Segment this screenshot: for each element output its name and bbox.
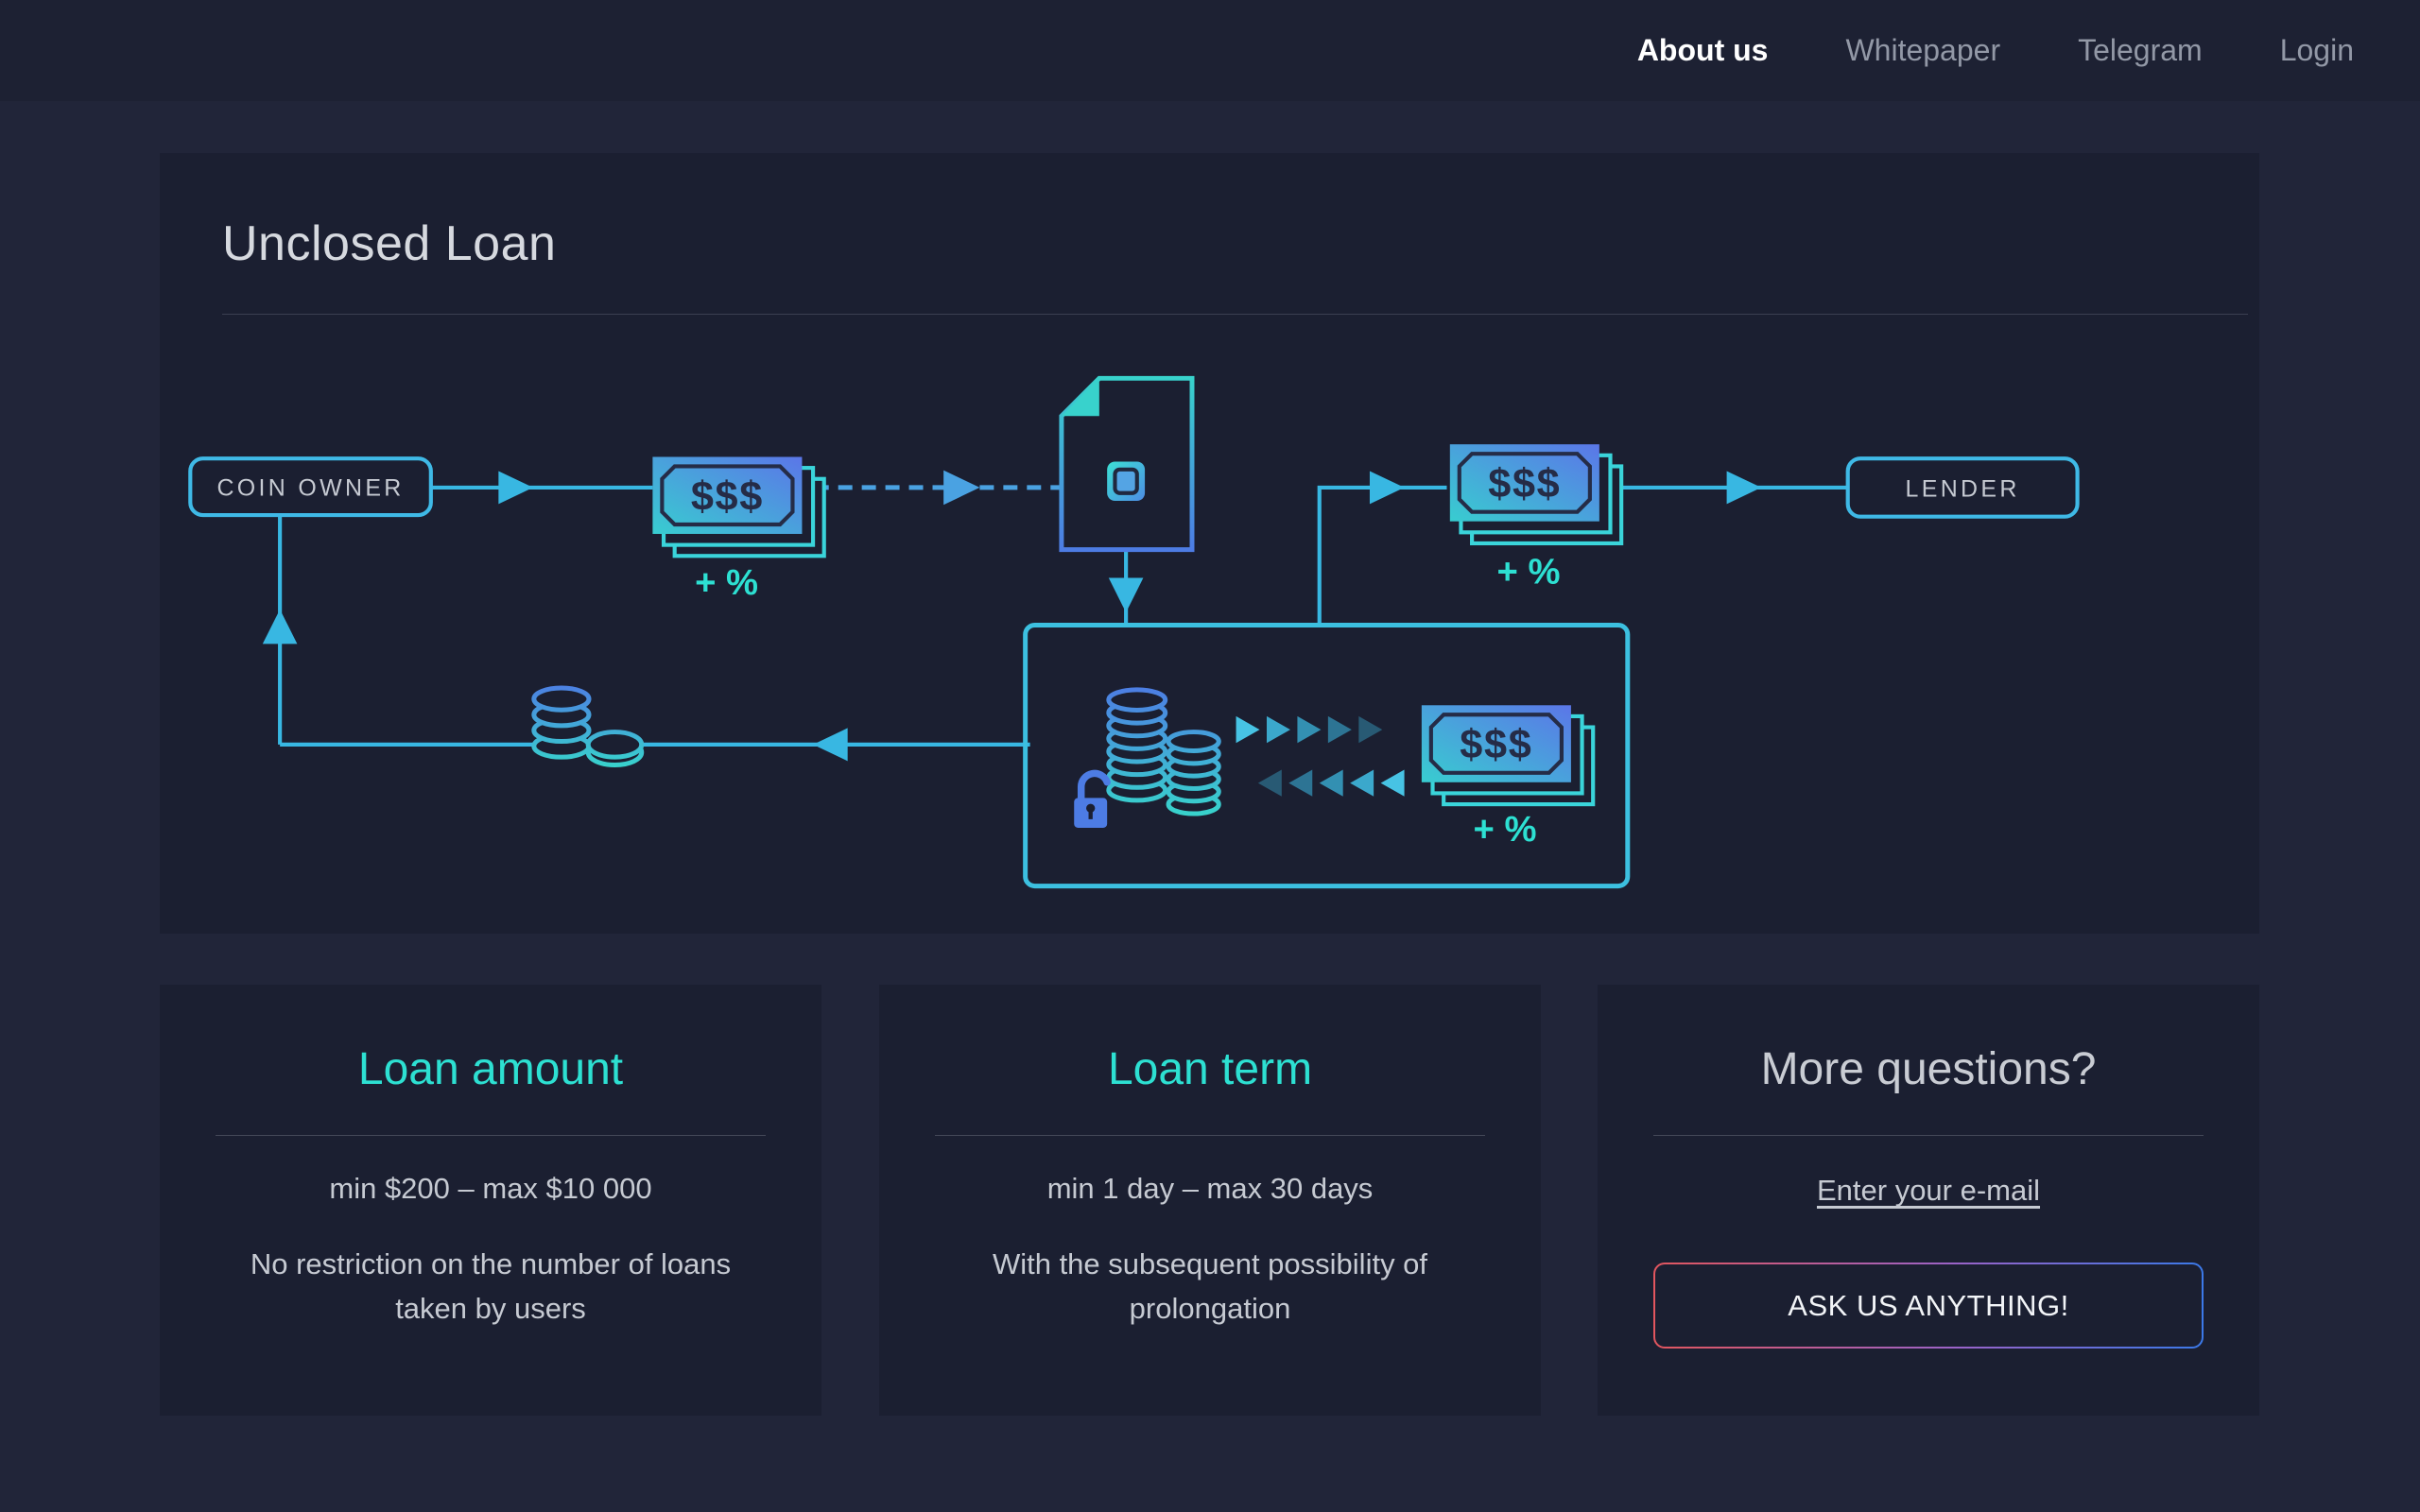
more-questions-card: More questions? Enter your e-mail ASK US…: [1598, 985, 2259, 1416]
loan-amount-range: min $200 – max $10 000: [329, 1172, 652, 1205]
plus-percent-3: + %: [1474, 809, 1537, 850]
unclosed-loan-panel: Unclosed Loan: [160, 153, 2259, 934]
loan-term-range: min 1 day – max 30 days: [1046, 1172, 1374, 1205]
flow-arrowheads: [262, 471, 1762, 762]
nav-telegram[interactable]: Telegram: [2078, 33, 2203, 67]
dashed-arrowhead: [943, 470, 980, 506]
coins-stack-icon: [1106, 687, 1221, 816]
nav-about-us[interactable]: About us: [1636, 33, 1769, 67]
ask-us-anything-button[interactable]: ASK US ANYTHING!: [1653, 1263, 2204, 1349]
money-text: $$$: [1460, 723, 1532, 768]
plus-percent-1: + %: [695, 562, 758, 603]
coin-owner-label: COIN OWNER: [216, 475, 404, 502]
lender-box: LENDER: [1845, 456, 2080, 519]
unlocked-padlock-icon: [1074, 769, 1111, 829]
card-divider: [935, 1135, 1485, 1136]
loan-flow-diagram: COIN OWNER LENDER $$$ + %: [173, 370, 2202, 996]
loan-amount-title: Loan amount: [357, 1044, 624, 1094]
ask-us-anything-label: ASK US ANYTHING!: [1655, 1264, 2202, 1347]
money-icon-escrow: $$$: [1421, 705, 1596, 807]
money-icon-repayment: $$$: [1449, 444, 1624, 546]
escrow-box: [1023, 622, 1631, 889]
card-divider: [1653, 1135, 2204, 1136]
enter-email-link[interactable]: Enter your e-mail: [1816, 1174, 2041, 1207]
coin-owner-box: COIN OWNER: [188, 456, 433, 518]
loan-term-note: With the subsequent possibility of prolo…: [992, 1247, 1428, 1325]
locked-collateral-icon: $$$ + %: [1074, 687, 1596, 850]
loan-term-title: Loan term: [1107, 1044, 1313, 1094]
returned-coins-icon: [531, 685, 645, 767]
lender-label: LENDER: [1906, 476, 2020, 503]
smart-contract-icon: [1059, 375, 1195, 553]
money-text: $$$: [691, 474, 764, 520]
chip-icon: [1096, 450, 1156, 512]
money-text: $$$: [1488, 462, 1561, 507]
transfer-left-arrows-icon: [1257, 769, 1405, 797]
nav-whitepaper[interactable]: Whitepaper: [1845, 33, 2001, 67]
loan-term-card: Loan term min 1 day – max 30 days With t…: [879, 985, 1541, 1416]
loan-flow-svg: COIN OWNER LENDER $$$ + %: [188, 375, 2080, 889]
plus-percent-2: + %: [1496, 551, 1560, 592]
top-nav: About us Whitepaper Telegram Login: [0, 0, 2420, 101]
page-title: Unclosed Loan: [222, 216, 557, 271]
card-divider: [216, 1135, 766, 1136]
nav-login[interactable]: Login: [2279, 33, 2354, 67]
money-icon-loan: $$$: [652, 456, 826, 558]
loan-amount-card: Loan amount min $200 – max $10 000 No re…: [160, 985, 821, 1416]
title-divider: [222, 314, 2248, 315]
more-questions-title: More questions?: [1760, 1044, 2097, 1094]
transfer-right-arrows-icon: [1236, 715, 1383, 744]
loan-amount-note: No restriction on the number of loans ta…: [250, 1247, 732, 1325]
